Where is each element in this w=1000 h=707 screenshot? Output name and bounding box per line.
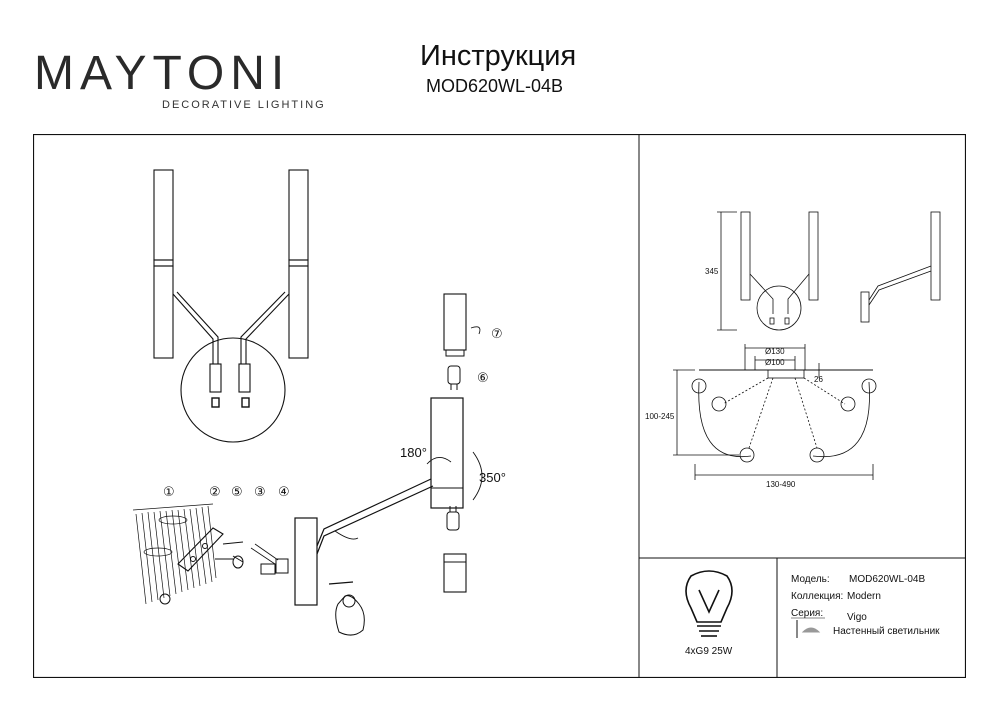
collection-label: Коллекция:: [791, 591, 843, 602]
model-code: MOD620WL-04B: [426, 76, 564, 96]
wall-lamp-icon: [796, 620, 821, 638]
instruction-sheet: ① ② ⑤ ③ ④ ⑥ ⑦ 180° 350°: [33, 134, 966, 678]
collection-value: Modern: [847, 591, 881, 602]
dim-height: 345: [705, 267, 719, 276]
model-value: MOD620WL-04B: [849, 574, 925, 585]
bulb-icon: [685, 570, 733, 637]
dim-projection: 100-245: [645, 412, 675, 421]
part-5: ⑤: [231, 484, 243, 499]
brand-logo: MAYTONI: [34, 47, 291, 100]
part-1: ①: [163, 484, 175, 499]
sheet-frame: [33, 134, 966, 678]
assembly-drawing: [132, 293, 483, 636]
dim-diameter-inner: Ø100: [765, 358, 785, 367]
assembly-labels: ① ② ⑤ ③ ④ ⑥ ⑦ 180° 350°: [163, 326, 506, 499]
type-value: Настенный светильник: [833, 626, 940, 637]
dim-diameter-outer: Ø130: [765, 347, 785, 356]
document-title: Инструкция: [420, 40, 577, 72]
front-view-drawing: [153, 169, 309, 443]
rotation-350: 350°: [479, 470, 506, 485]
wall-hatch: [132, 503, 217, 605]
series-value: Vigo: [847, 612, 867, 623]
part-3: ③: [254, 484, 266, 499]
part-4: ④: [278, 484, 290, 499]
dim-width: 130-490: [766, 480, 796, 489]
model-label: Модель:: [791, 574, 830, 585]
spec-table: Модель: MOD620WL-04B Коллекция: Modern С…: [791, 574, 940, 638]
rotation-180: 180°: [400, 445, 427, 460]
brand-tagline: DECORATIVE LIGHTING: [162, 99, 326, 111]
part-2: ②: [209, 484, 221, 499]
bulb-spec: 4xG9 25W: [685, 646, 733, 657]
step-7: ⑦: [491, 326, 503, 341]
dimension-labels: 345 Ø130 Ø100 26 100-245 130-490: [645, 267, 823, 489]
dimension-drawing: [673, 211, 941, 480]
series-label: Серия:: [791, 608, 823, 619]
dim-depth: 26: [814, 375, 823, 384]
step-6: ⑥: [477, 370, 489, 385]
